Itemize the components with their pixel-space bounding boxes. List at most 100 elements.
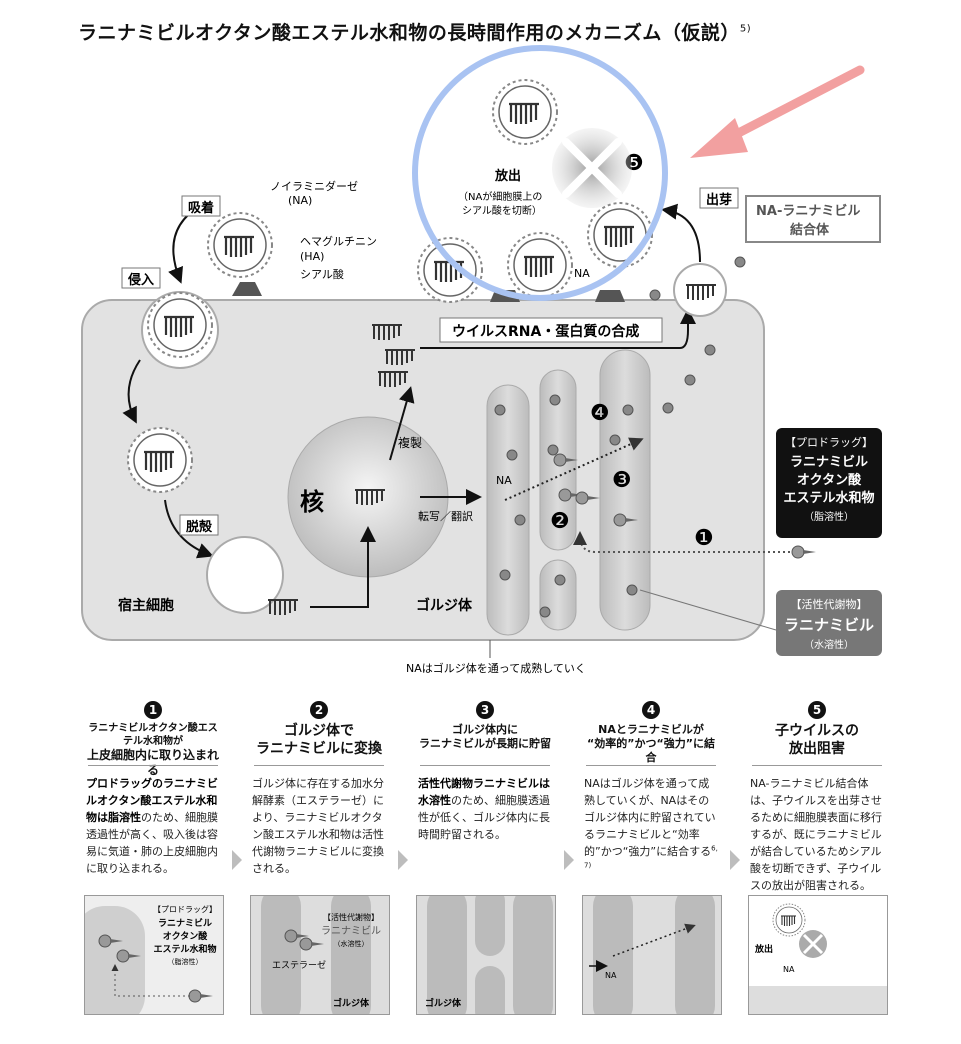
active-tag: 【活性代謝物】	[791, 597, 868, 611]
drug-uptake-arrow	[573, 531, 795, 553]
complex-label-1: NA-ラニナミビル	[756, 203, 860, 219]
active-1: ラニナミビル	[784, 616, 874, 634]
panel-head-1: ゴルジ体で	[284, 723, 354, 739]
panel-body: NA-ラニナミビル結合体は、子ウイルスを出芽させるために細胞膜表面に移行するが、…	[750, 775, 884, 894]
panel-head-1: ラニナミビルオクタン酸エステル水和物が	[88, 723, 218, 747]
panel-head-2: ラニナミビルに変換	[256, 740, 382, 757]
panel-num: 2	[310, 701, 328, 719]
panel-head-1: ゴルジ体内に	[452, 723, 518, 736]
ha-paren: (HA)	[300, 250, 324, 263]
panel-thumb: ゴルジ体	[416, 895, 556, 1015]
transcription-label: 転写／翻訳	[418, 509, 473, 523]
host-cell-label: 宿主細胞	[118, 597, 174, 614]
panel-body: 活性代謝物ラニナミビルは水溶性のため、細胞膜透過性が低く、ゴルジ体内に長時間貯留…	[418, 775, 552, 843]
panel-num-wrap: 2	[244, 699, 394, 719]
mechanism-diagram: 核 ゴルジ体 NA ❶ ❷ ❸ ❹ ❺ 宿主細胞 吸着 侵入 脱殻 ノイラミニダ…	[81, 45, 882, 675]
release-note-1: （NAが細胞膜上の	[458, 190, 542, 203]
prodrug-box	[776, 428, 882, 538]
panel-body: NAはゴルジ体を通って成熟していくが、NAはそのゴルジ体内に貯留されているラニナ…	[584, 775, 718, 877]
panel-head-2: 放出阻害	[789, 740, 845, 757]
panel-step-4: 4 NAとラニナミビルが “効率的”かつ“強力”に結合 NAはゴルジ体を通って成…	[576, 695, 726, 1025]
thumb-text: NA	[783, 965, 795, 974]
panel-num-wrap: 1	[78, 699, 228, 719]
panel-body-text: のため、細胞膜透過性が低く、ゴルジ体内に長時間貯留される。	[418, 794, 550, 842]
thumb-text: エステル水和物	[153, 943, 216, 955]
uncoating-label: 脱殻	[186, 519, 213, 535]
thumb-text: 【活性代謝物】	[323, 912, 379, 922]
panel-head-2: 上皮細胞内に取り込まれる	[86, 748, 219, 777]
thumb-text: 【プロドラッグ】	[153, 904, 217, 914]
na-label: NA	[496, 474, 512, 487]
prodrug-4: （脂溶性）	[804, 510, 854, 523]
prodrug-tag: 【プロドラッグ】	[785, 435, 873, 449]
step-2-marker: ❷	[550, 509, 570, 534]
thumb-text: ゴルジ体	[333, 997, 370, 1009]
budding-label: 出芽	[706, 192, 732, 208]
panel-body: ゴルジ体に存在する加水分解酵素（エステラーゼ）により、ラニナミビルオクタン酸エス…	[252, 775, 386, 877]
panel-body-bold: プロドラッグのラニナミビルオクタン酸エステル水和物は脂溶性	[86, 777, 218, 825]
thumb-text: （脂溶性）	[168, 957, 203, 966]
panel-body-text: ゴルジ体に存在する加水分解酵素（エステラーゼ）により、ラニナミビルオクタン酸エス…	[252, 777, 384, 876]
panel-num-wrap: 4	[576, 699, 726, 719]
panel-num: 5	[808, 701, 826, 719]
thumb-text: ラニナミビル	[321, 925, 381, 937]
panel-head: ゴルジ体で ラニナミビルに変換	[250, 723, 388, 758]
release-label: 放出	[494, 168, 521, 184]
nucleus-label: 核	[300, 488, 324, 516]
virus-icon-invade	[146, 291, 214, 359]
panel-body-text: NAはゴルジ体を通って成熟していくが、NAはそのゴルジ体内に貯留されているラニナ…	[584, 777, 716, 859]
panel-head: NAとラニナミビルが “効率的”かつ“強力”に結合	[582, 723, 720, 764]
panel-head-1: 子ウイルスの	[775, 723, 859, 739]
virus-icon-adsorb	[206, 211, 274, 279]
golgi-label: ゴルジ体	[416, 597, 473, 614]
panel-step-2: 2 ゴルジ体で ラニナミビルに変換 ゴルジ体に存在する加水分解酵素（エステラーゼ…	[244, 695, 394, 1025]
step-3-marker: ❸	[612, 468, 632, 493]
na-paren: (NA)	[288, 194, 312, 207]
drug-molecule-icon	[791, 545, 817, 559]
na-enzyme-label: ノイラミニダーゼ	[270, 179, 358, 193]
thumb-text: （水溶性）	[334, 939, 369, 948]
panel-body-text: のため、細胞膜透過性が高く、吸入後は容易に気道・肺の上皮細胞内に取り込まれる。	[86, 811, 218, 876]
panel-body: プロドラッグのラニナミビルオクタン酸エステル水和物は脂溶性のため、細胞膜透過性が…	[86, 775, 220, 877]
highlight-arrow	[690, 65, 865, 158]
panel-head: ラニナミビルオクタン酸エステル水和物が 上皮細胞内に取り込まれる	[84, 723, 222, 778]
na-surface-label: NA	[574, 267, 590, 280]
active-2: （水溶性）	[804, 638, 854, 651]
synthesis-label: ウイルスRNA・蛋白質の合成	[452, 323, 639, 340]
panel-num-wrap: 5	[742, 699, 892, 719]
replication-label: 複製	[398, 435, 422, 450]
prodrug-2: オクタン酸	[797, 472, 862, 488]
panel-thumb: 【プロドラッグ】 ラニナミビル オクタン酸 エステル水和物 （脂溶性）	[84, 895, 224, 1015]
invasion-label: 侵入	[127, 272, 154, 288]
panel-body-bold: 活性代謝物ラニナミビルは水溶性	[418, 777, 550, 808]
sialic-acid-label: シアル酸	[300, 267, 344, 281]
step-4-marker: ❹	[590, 401, 610, 426]
virus-icon-bound	[586, 201, 654, 269]
panel-head: 子ウイルスの 放出阻害	[748, 723, 886, 758]
panel-head: ゴルジ体内に ラニナミビルが長期に貯留	[416, 723, 554, 751]
title-ref: 5)	[739, 23, 752, 35]
panel-num-wrap: 3	[410, 699, 560, 719]
panel-head-2: “効率的”かつ“強力”に結合	[587, 736, 715, 764]
page-title: ラニナミビルオクタン酸エステル水和物の長時間作用のメカニズム（仮説）5)	[78, 18, 751, 45]
step-1-marker: ❶	[694, 526, 714, 551]
panel-num: 3	[476, 701, 494, 719]
panel-body-ref: 6, 7)	[584, 844, 718, 870]
virus-icon-endosome	[126, 426, 194, 494]
ha-label: ヘマグルチニン	[300, 234, 377, 248]
thumb-text: エステラーゼ	[272, 959, 326, 971]
panel-thumb: NA	[582, 895, 722, 1015]
thumb-text: ラニナミビル	[158, 917, 212, 929]
panel-step-1: 1 ラニナミビルオクタン酸エステル水和物が 上皮細胞内に取り込まれる プロドラッ…	[78, 695, 228, 1025]
panel-thumb: 【活性代謝物】 ラニナミビル （水溶性） エステラーゼ ゴルジ体	[250, 895, 390, 1015]
panel-body-text: NA-ラニナミビル結合体は、子ウイルスを出芽させるために細胞膜表面に移行するが、…	[750, 777, 882, 893]
panel-step-5: 5 子ウイルスの 放出阻害 NA-ラニナミビル結合体は、子ウイルスを出芽させるた…	[742, 695, 892, 1025]
active-metabolite-box	[776, 590, 882, 656]
panel-thumb: 放出 NA	[748, 895, 888, 1015]
golgi-note: NAはゴルジ体を通って成熟していく	[406, 661, 586, 675]
title-text: ラニナミビルオクタン酸エステル水和物の長時間作用のメカニズム（仮説）	[78, 22, 740, 44]
complex-label-2: 結合体	[790, 222, 830, 238]
thumb-text: オクタン酸	[163, 930, 208, 942]
panel-num: 1	[144, 701, 162, 719]
panel-num: 4	[642, 701, 660, 719]
